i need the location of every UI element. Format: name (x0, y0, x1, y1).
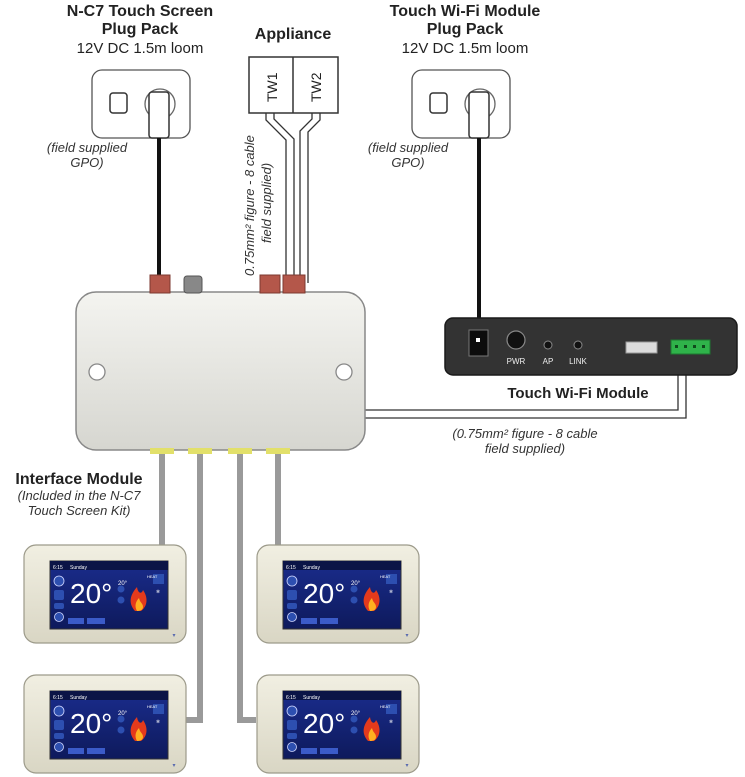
interface-module (75, 291, 366, 451)
screen-mode: HEAT (380, 704, 391, 709)
cable-note-horizontal-1: (0.75mm² figure - 8 cable (452, 426, 598, 441)
screen-set: 20° (351, 711, 361, 717)
wifi-title-line1: Touch Wi-Fi Module (389, 3, 541, 20)
interface-note-2: Touch Screen Kit) (27, 503, 131, 519)
wifi-spec: 12V DC 1.5m loom (401, 39, 529, 57)
wifi-module-label: Touch Wi-Fi Module (507, 385, 649, 402)
ap-label: AP (543, 357, 554, 366)
wifi-plug-pack-label: Touch Wi-Fi Module Plug Pack 12V DC 1.5m… (360, 3, 570, 57)
wifi-gpo-note: (field supplied GPO) (367, 140, 449, 170)
nc7-title-line2: Plug Pack (101, 21, 179, 39)
screen-time: 6:15 (286, 695, 296, 701)
appliance-connector (259, 274, 281, 294)
screen-set: 20° (118, 581, 128, 587)
screen-time: 6:15 (53, 695, 63, 701)
screen-mode: HEAT (380, 574, 391, 579)
cable-note-horizontal: (0.75mm² figure - 8 cable field supplied… (420, 426, 630, 457)
screen-temp: 20° (70, 578, 112, 609)
tw2-label: TW2 (308, 72, 324, 102)
pwr-button[interactable] (506, 330, 526, 350)
appliance-cable (265, 113, 321, 283)
wifi-power-jack (468, 329, 489, 357)
screen-mode: HEAT (147, 704, 158, 709)
cable-note-vertical-2: field supplied) (259, 163, 274, 243)
screen-mode: HEAT (147, 574, 158, 579)
screen-temp: 20° (303, 708, 345, 739)
thermostat-cables (159, 454, 281, 723)
screen-set: 20° (351, 581, 361, 587)
cable-note-vertical-1: 0.75mm² figure - 8 cable (242, 135, 257, 276)
ap-led (543, 340, 553, 350)
appliance-title: Appliance (254, 26, 332, 43)
screen-time: 6:15 (53, 565, 63, 571)
screen-day: Sunday (303, 695, 320, 701)
cable-note-horizontal-2: field supplied) (484, 440, 566, 456)
screen-temp: 20° (70, 708, 112, 739)
screen-set: 20° (118, 711, 128, 717)
screen-time: 6:15 (286, 565, 296, 571)
nc7-power-connector (149, 274, 171, 294)
link-label: LINK (569, 357, 587, 366)
wifi-ribbon-port (625, 341, 658, 354)
tw1-label: TW1 (264, 72, 280, 102)
screen-day: Sunday (70, 695, 87, 701)
nc7-title-line1: N-C7 Touch Screen (66, 3, 214, 20)
screen-day: Sunday (70, 565, 87, 571)
link-led (573, 340, 583, 350)
interface-note-1: (Included in the N-C7 (17, 488, 141, 504)
wifi-terminal-block (670, 339, 711, 355)
nc7-gpo-note: (field supplied GPO) (46, 140, 128, 170)
nc7-plug-pack-label: N-C7 Touch Screen Plug Pack 12V DC 1.5m … (40, 3, 240, 57)
wifi-title-line2: Plug Pack (426, 21, 504, 39)
interface-module-label: Interface Module (Included in the N-C7 T… (0, 471, 158, 519)
screen-temp: 20° (303, 578, 345, 609)
interface-title: Interface Module (15, 471, 143, 488)
appliance-connector-2 (282, 274, 306, 294)
antenna-connector (183, 275, 203, 294)
pwr-label: PWR (507, 357, 526, 366)
nc7-spec: 12V DC 1.5m loom (76, 39, 204, 57)
screen-day: Sunday (303, 565, 320, 571)
